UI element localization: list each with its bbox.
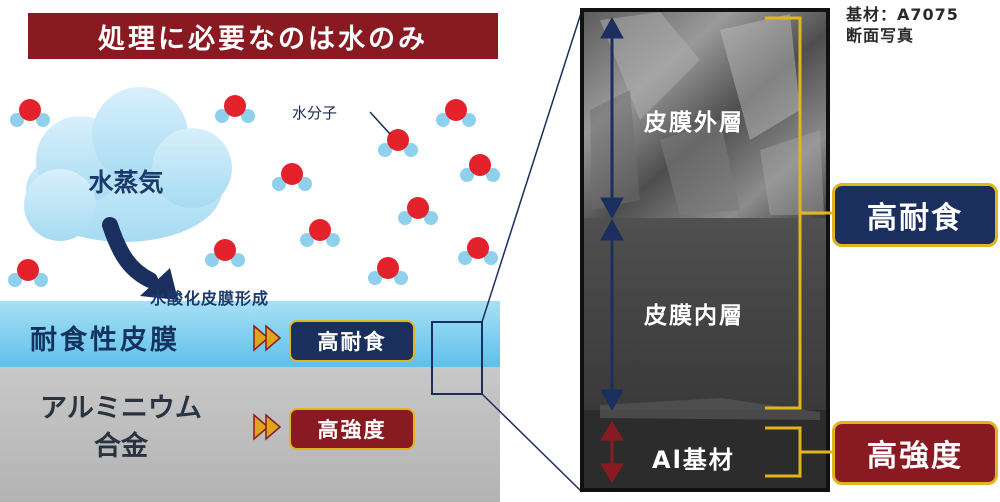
substrate-property-badge-large: 高強度 — [832, 421, 998, 485]
zoom-region — [431, 321, 483, 395]
alloy-layer — [0, 367, 500, 502]
page-title: 処理に必要なのは水のみ — [28, 13, 498, 59]
film-layer — [0, 301, 500, 367]
water-molecules — [8, 95, 500, 287]
molecule-label: 水分子 — [292, 104, 338, 122]
water-molecule-icon — [460, 154, 500, 182]
steam-label: 水蒸気 — [88, 168, 164, 197]
zoom-line-bottom — [481, 393, 583, 493]
alloy-label-line2: 合金 — [94, 431, 148, 462]
formation-label: 水酸化皮膜形成 — [150, 289, 270, 308]
alloy-label: アルミニウム 合金 — [36, 390, 206, 466]
steam-cloud — [24, 87, 232, 242]
alloy-label-line1: アルミニウム — [40, 393, 202, 424]
water-molecule-icon — [458, 237, 498, 265]
outer-layer-label: 皮膜外層 — [644, 110, 744, 136]
water-molecule-icon — [8, 259, 48, 287]
molecule-pointer — [369, 111, 391, 135]
inner-layer-arrow-icon — [600, 218, 624, 412]
film-property-badge-large: 高耐食 — [832, 183, 998, 247]
substrate-arrow-icon — [600, 421, 624, 483]
film-bracket — [765, 16, 832, 410]
alloy-property-badge: 高強度 — [289, 408, 415, 450]
photo-caption: 基材：A7075 断面写真 — [846, 4, 959, 46]
chevron-right-icon — [253, 413, 282, 441]
water-molecule-icon — [205, 239, 245, 267]
film-label: 耐食性皮膜 — [30, 325, 180, 356]
cross-section-photo — [580, 8, 830, 492]
inner-layer-label: 皮膜内層 — [644, 303, 744, 329]
water-molecule-icon — [10, 99, 50, 127]
film-property-badge: 高耐食 — [289, 320, 415, 362]
water-molecule-icon — [436, 99, 476, 127]
chevron-right-icon — [253, 324, 282, 352]
water-molecule-icon — [398, 197, 438, 225]
outer-layer-arrow-icon — [600, 16, 624, 220]
water-molecule-icon — [272, 163, 312, 191]
water-molecule-icon — [368, 257, 408, 285]
caption-type: 断面写真 — [846, 26, 915, 45]
water-molecule-icon — [378, 129, 418, 157]
substrate-label: Al基材 — [652, 446, 735, 474]
water-molecule-icon — [300, 219, 340, 247]
water-molecule-icon — [215, 95, 255, 123]
substrate-bracket — [765, 426, 832, 478]
caption-material: 基材：A7075 — [846, 5, 959, 24]
zoom-line-top — [481, 9, 583, 323]
curved-arrow-icon — [102, 217, 178, 300]
